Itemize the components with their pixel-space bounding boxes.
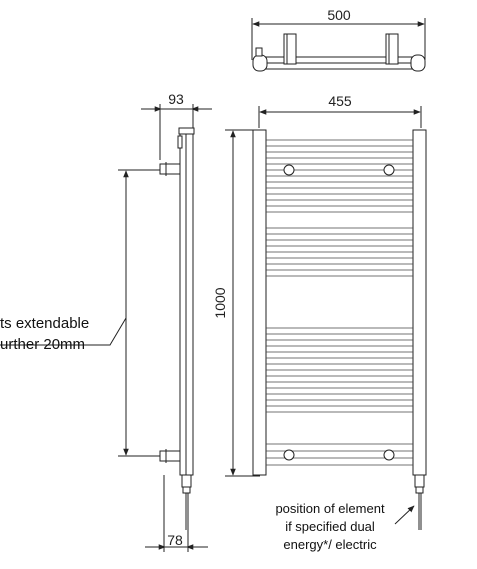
- element-note-line-2: if specified dual: [285, 519, 375, 534]
- top-view: [251, 18, 426, 72]
- top-width-label: 500: [327, 7, 351, 23]
- side-view: [0, 104, 212, 552]
- side-depth-bottom-label: 78: [167, 532, 183, 548]
- element-note-line-1: position of element: [275, 501, 385, 516]
- front-brackets: [283, 164, 395, 461]
- element-note-line-3: energy*/ electric: [283, 537, 377, 552]
- front-width-label: 455: [328, 93, 352, 109]
- element-note-leader: [394, 505, 415, 525]
- front-view: [225, 106, 427, 477]
- horizontal-rungs: [266, 139, 413, 466]
- bracket-note-line-2: urther 20mm: [0, 336, 85, 353]
- side-depth-top-label: 93: [168, 91, 184, 107]
- height-label: 1000: [212, 287, 228, 318]
- heating-element: [414, 474, 425, 530]
- bracket-note-line-1: ts extendable: [0, 315, 89, 332]
